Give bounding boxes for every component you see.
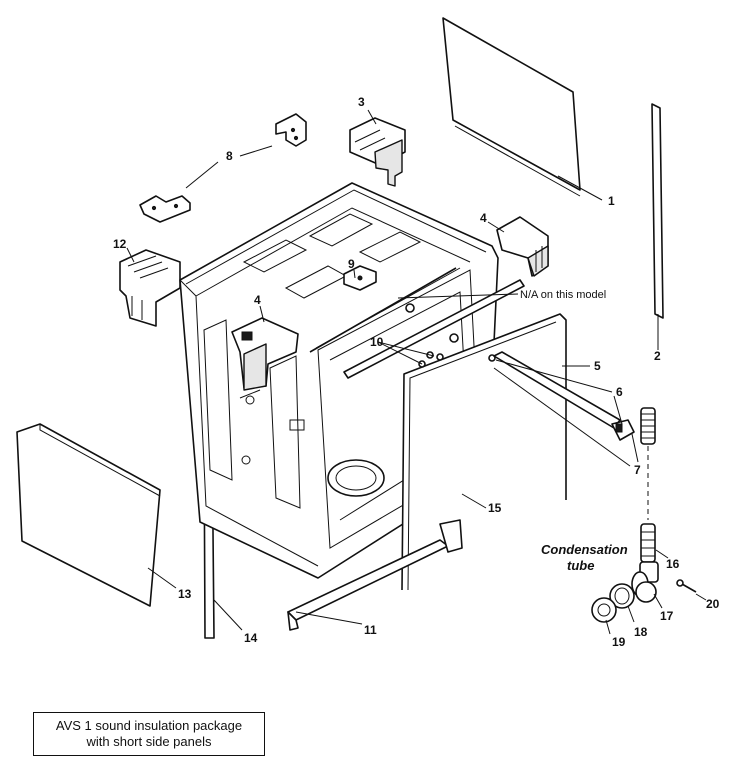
- part-12-bracket: [119, 249, 181, 327]
- label-14: 14: [244, 631, 258, 645]
- label-16: 16: [666, 557, 680, 571]
- part-11-bottom-rail: [287, 519, 463, 631]
- part-2-side-strip: [651, 103, 664, 319]
- part-1-top-panel: [442, 17, 581, 197]
- part-3-bracket: [349, 117, 406, 187]
- insulation-package-caption: AVS 1 sound insulation package with shor…: [33, 712, 265, 756]
- label-8: 8: [226, 149, 233, 163]
- label-4-right: 4: [480, 211, 487, 225]
- door-frame-rails: [309, 267, 567, 591]
- label-12: 12: [113, 237, 127, 251]
- label-11: 11: [364, 623, 377, 637]
- leader-lines: [126, 109, 707, 635]
- label-6: 6: [616, 385, 623, 399]
- condensation-label-line1: Condensation: [541, 542, 628, 557]
- label-9: 9: [348, 257, 355, 271]
- label-10: 10: [370, 335, 384, 349]
- label-4-left: 4: [254, 293, 261, 307]
- label-18: 18: [634, 625, 648, 639]
- part-9-clip: [343, 265, 377, 291]
- part-8-brackets: [139, 113, 307, 223]
- condensation-tube-assembly: [591, 407, 697, 623]
- label-1: 1: [608, 194, 615, 208]
- label-17: 17: [660, 609, 674, 623]
- part-number-labels: 1 2 3 4 4 5 6 7 8 9 10 11 12 13 14 15 16…: [113, 95, 720, 649]
- condensation-label-line2: tube: [567, 558, 594, 573]
- na-note: N/A on this model: [520, 289, 606, 301]
- part-6-7-strut: [493, 351, 635, 441]
- label-2: 2: [654, 349, 661, 363]
- label-5: 5: [594, 359, 601, 373]
- part-13-front-panel: [16, 423, 161, 607]
- label-20: 20: [706, 597, 720, 611]
- part-4-bracket-right: [496, 216, 549, 277]
- label-3: 3: [358, 95, 365, 109]
- label-15: 15: [488, 501, 502, 515]
- label-19: 19: [612, 635, 626, 649]
- caption-line-1: AVS 1 sound insulation package: [55, 718, 243, 733]
- part-4-bracket-left: [231, 317, 299, 391]
- label-13: 13: [178, 587, 192, 601]
- caption-line-2: with short side panels: [86, 734, 212, 749]
- label-7: 7: [634, 463, 641, 477]
